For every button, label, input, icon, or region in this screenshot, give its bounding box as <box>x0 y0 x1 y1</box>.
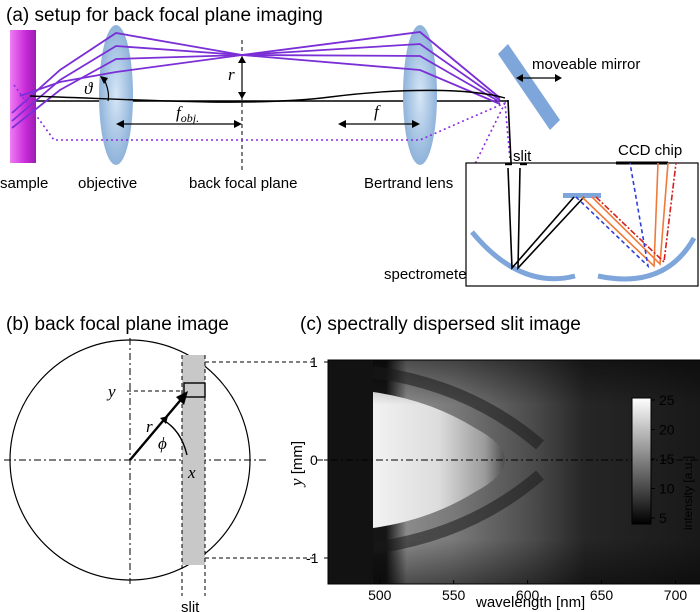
r-arrowhead-bottom <box>238 92 246 99</box>
moveable-mirror <box>498 44 560 130</box>
dotted-ray-to-spectrometer <box>467 102 506 179</box>
x-tick-label-3: 650 <box>590 587 614 603</box>
f-obj-arrowhead-left <box>116 120 124 128</box>
heatmap-y-label: y [mm] <box>287 441 306 488</box>
f-symbol: f <box>374 102 381 121</box>
colorbar-tick-label-2: 15 <box>659 451 675 467</box>
ccd-chip-label: CCD chip <box>618 142 682 159</box>
colorbar-tick-label-1: 10 <box>659 481 675 497</box>
f-obj-symbol: fobj. <box>176 103 199 125</box>
heatmap-arm-lower <box>372 470 544 554</box>
panel-a-heading: (a) setup for back focal plane imaging <box>6 5 323 26</box>
heatmap-x-ticks: 500 550 600 650 700 <box>368 580 687 603</box>
moveable-mirror-label: moveable mirror <box>532 56 640 73</box>
r-symbol: r <box>228 65 235 84</box>
phi-arc-head <box>160 416 168 424</box>
mirror-arrowhead-left <box>516 74 523 82</box>
sample-label: sample <box>0 175 48 192</box>
slit-label-b: slit <box>181 599 200 612</box>
x-tick-label-4: 700 <box>664 587 688 603</box>
slit-band <box>182 355 205 565</box>
heatmap-frame <box>327 359 700 585</box>
panel-b-heading: (b) back focal plane image <box>6 314 229 335</box>
r-vector <box>129 395 185 461</box>
x-symbol: x <box>187 463 196 482</box>
spectrometer-label: spectrometer <box>384 266 472 283</box>
spectrometer-rays-color <box>575 162 677 269</box>
objective-label: objective <box>78 175 137 192</box>
colorbar-tick-label-3: 20 <box>659 422 675 438</box>
y-tick-0: 0 <box>310 452 318 468</box>
spectrometer-mirror-right <box>597 236 697 282</box>
y-tick-1: 1 <box>310 354 318 370</box>
x-tick-label-2: 600 <box>516 587 540 603</box>
back-focal-plane-label: back focal plane <box>189 175 297 192</box>
pixel-box <box>183 382 206 398</box>
spectrometer-rays-black <box>507 167 585 271</box>
grating <box>563 193 601 198</box>
y-symbol: y <box>106 382 116 401</box>
phi-symbol: ϕ <box>158 434 167 453</box>
colorbar-tick-label-0: 5 <box>659 510 667 526</box>
objective-lens <box>99 25 133 165</box>
heatmap-dark-left <box>328 360 373 584</box>
bertrand-lens <box>403 25 437 165</box>
colorbar-tick-label-4: 25 <box>659 392 675 408</box>
dotted-marginal-ray <box>13 84 511 161</box>
x-tick-label-0: 500 <box>368 587 392 603</box>
r-symbol-b: r <box>146 417 153 436</box>
f-arrowhead-left <box>338 120 346 128</box>
colorbar-label: intensity [a.u.] <box>681 456 695 530</box>
theta-arrowhead <box>100 76 108 84</box>
y-tick-neg1: -1 <box>306 550 319 566</box>
f-arrowhead-right <box>412 120 420 128</box>
colorbar-ticks: 5 10 15 20 25 <box>651 392 675 526</box>
r-arrowhead-top <box>238 56 246 63</box>
bertrand-lens-label: Bertrand lens <box>364 175 453 192</box>
heatmap-y-ticks <box>324 361 328 559</box>
slit-label-a: slit <box>513 148 532 165</box>
r-vector-head <box>176 391 188 405</box>
spectrometer-mirror-left <box>470 230 576 282</box>
colorbar <box>631 397 652 525</box>
heatmap-arm-upper <box>372 366 544 450</box>
theta-symbol: ϑ <box>84 79 94 98</box>
mirror-arrowhead-right <box>555 74 562 82</box>
panel-c-heading: (c) spectrally dispersed slit image <box>300 314 581 335</box>
x-tick-label-1: 550 <box>442 587 466 603</box>
black-ray <box>29 89 506 103</box>
f-obj-arrowhead-right <box>234 120 242 128</box>
heatmap-x-label: wavelength [nm] <box>475 594 585 611</box>
